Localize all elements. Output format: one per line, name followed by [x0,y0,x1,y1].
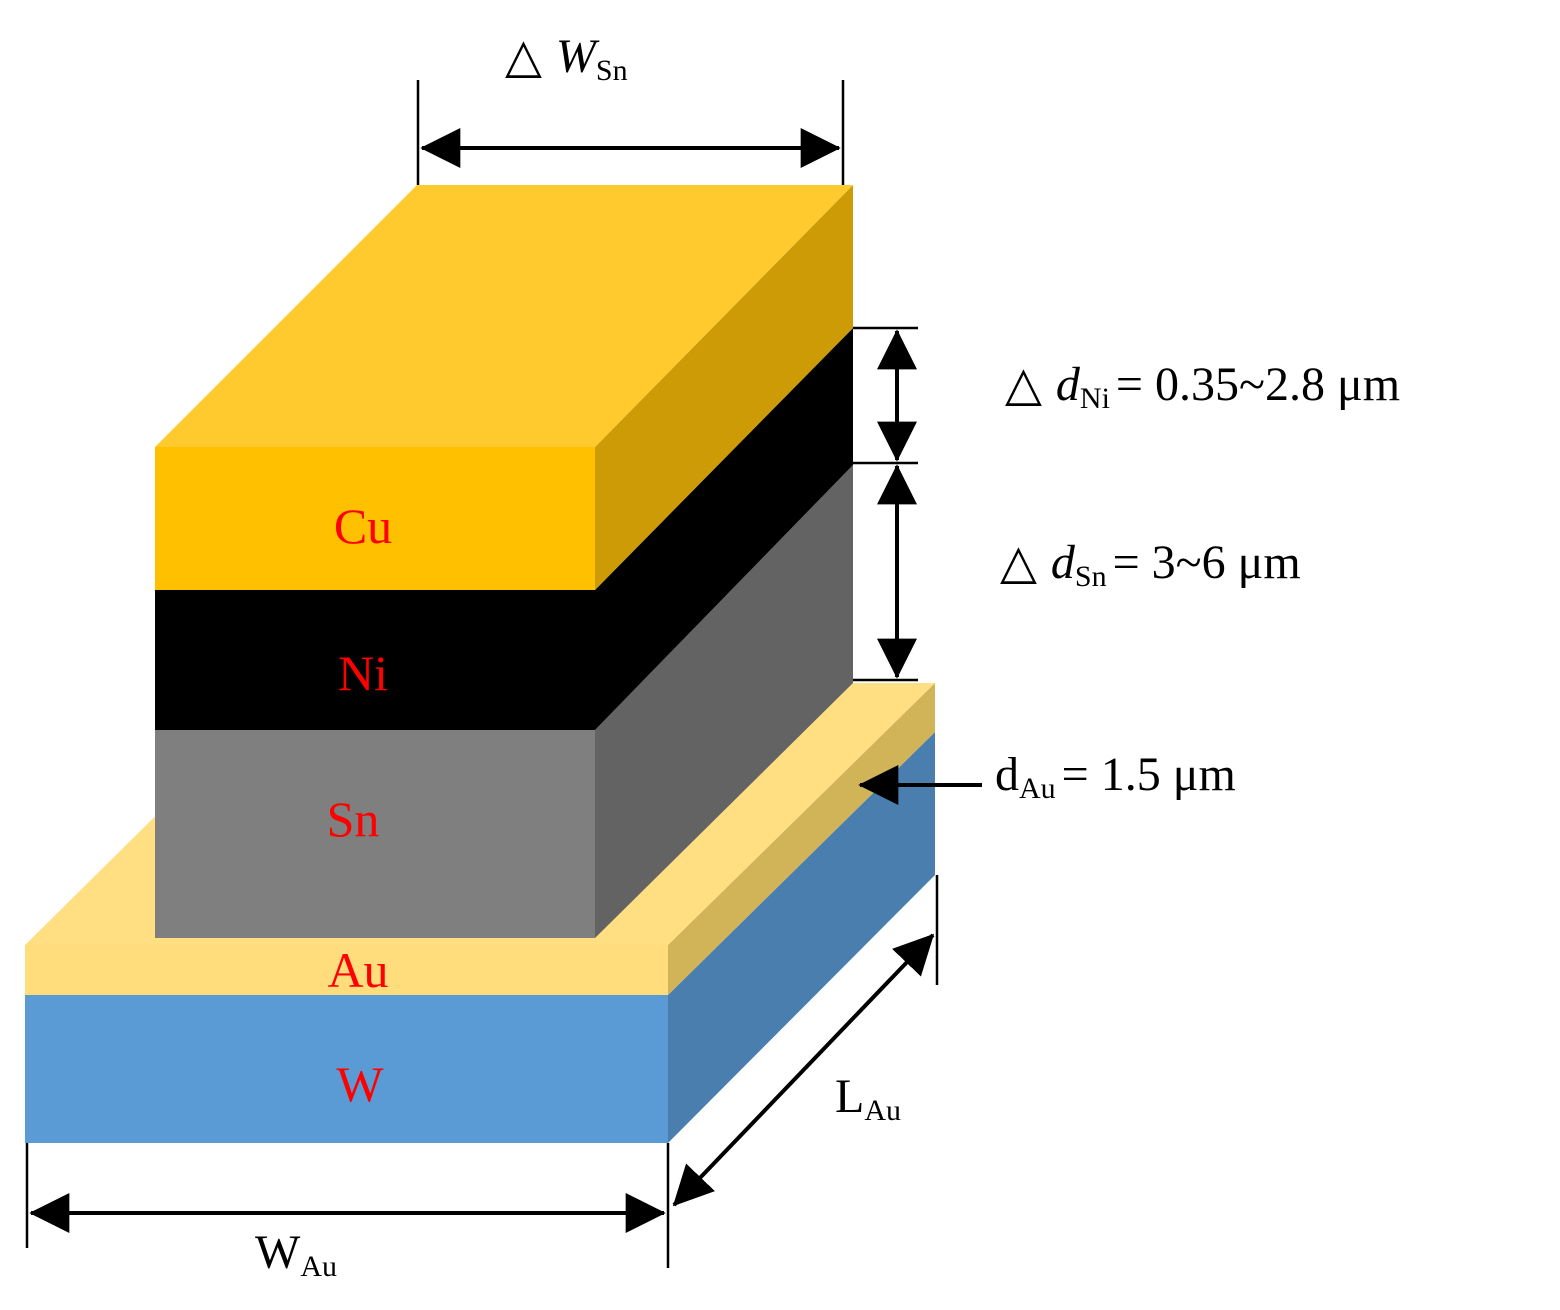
cu-layer-side [595,185,853,590]
ni-layer-side [595,328,853,730]
delta-w-sn-label: △WSn [505,30,628,87]
delta-d-sn-label: △dSn= 3~6 μm [1000,536,1301,593]
sn-layer-front [155,730,595,938]
l-au-dimension [666,875,939,1268]
cu-label: Cu [334,498,392,554]
d-au-label: dAu= 1.5 μm [995,748,1236,805]
w-label: W [336,1056,384,1112]
au-layer-side [668,683,935,995]
delta-w-sn-dimension [416,80,845,185]
cu-layer-front [155,447,595,590]
ni-label: Ni [338,645,388,701]
upper-block [155,185,853,938]
cu-layer-top [155,185,853,447]
ni-layer-front [155,590,595,730]
sn-label: Sn [327,791,380,847]
au-layer-front [25,945,668,995]
sn-layer-side [595,465,853,938]
l-au-arrow [672,933,935,1207]
au-label: Au [327,942,388,998]
w-layer-front [25,995,668,1143]
w-au-dimension [25,1143,666,1248]
w-au-label: WAu [255,1226,337,1283]
thickness-dimensions [853,326,918,682]
delta-d-ni-label: △dNi= 0.35~2.8 μm [1005,358,1400,415]
l-au-label: LAu [835,1070,901,1127]
